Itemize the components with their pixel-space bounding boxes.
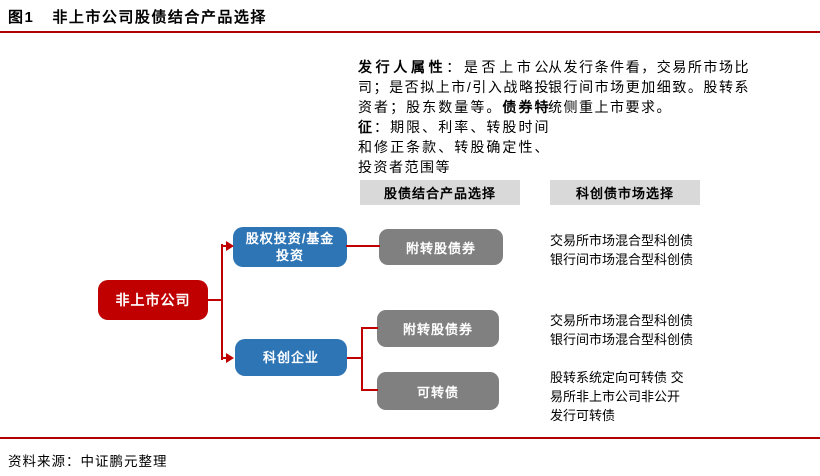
header-product-selection: 股债结合产品选择 xyxy=(360,180,520,205)
node-bond-with-conversion-2: 附转股债券 xyxy=(377,310,499,347)
issuer-bond-note: 发行人属性：是否上市公司；是否拟上市/引入战略投资者；股东数量等。债券特征：期限… xyxy=(358,57,550,177)
bond-feature-label: 债券特征 xyxy=(358,99,551,135)
connector-bracket-top xyxy=(363,327,378,329)
figure-number-label: 图1 xyxy=(8,9,35,26)
source-note: 资料来源：中证鹏元整理 xyxy=(8,454,168,469)
header-market-selection: 科创债市场选择 xyxy=(550,180,700,205)
connector-branch1-stem xyxy=(221,245,227,247)
connector-bracket-bottom xyxy=(363,389,378,391)
annotation-mixed-scitech-bond-1: 交易所市场混合型科创债 银行间市场混合型科创债 xyxy=(550,233,694,267)
top-divider-rule xyxy=(0,31,820,33)
figure-title-text: 非上市公司股债结合产品选择 xyxy=(52,9,267,26)
figure-title: 图1 非上市公司股债结合产品选择 xyxy=(8,6,267,27)
annotation-mixed-scitech-bond-2: 交易所市场混合型科创债 银行间市场混合型科创债 xyxy=(550,313,694,347)
connector-root-stem xyxy=(208,299,223,301)
node-unlisted-company: 非上市公司 xyxy=(98,280,208,320)
connector-blue2-stem xyxy=(347,357,363,359)
issuer-attr-text: ：是否上市公司；是否拟上市/引入战略投资者；股东数量等。 xyxy=(358,59,550,115)
annotation-convertible-bond: 股转系统定向可转债 交易所非上市公司非公开发行可转债 xyxy=(550,370,684,423)
arrow-right-icon xyxy=(226,353,234,363)
issuer-attr-label: 发行人属性 xyxy=(358,59,447,75)
connector-root-branch-vertical xyxy=(221,244,223,360)
node-convertible-bond: 可转债 xyxy=(377,372,499,410)
connector-branch2-stem xyxy=(221,357,227,359)
bond-feature-text: ：期限、利率、转股时间和修正条款、转股确定性、投资者范围等 xyxy=(358,119,551,175)
node-bond-with-conversion-1: 附转股债券 xyxy=(379,229,503,265)
node-scitech-enterprise: 科创企业 xyxy=(235,339,347,376)
connector-blue1-gray1 xyxy=(346,245,380,247)
bottom-divider-rule xyxy=(0,437,820,439)
connector-bracket-vertical xyxy=(361,327,363,391)
arrow-right-icon xyxy=(226,241,234,251)
node-equity-fund-investment: 股权投资/基金投资 xyxy=(233,227,347,267)
market-condition-note: 从发行条件看，交易所市场比银行间市场更加细致。股转系统侧重上市要求。 xyxy=(548,59,750,115)
